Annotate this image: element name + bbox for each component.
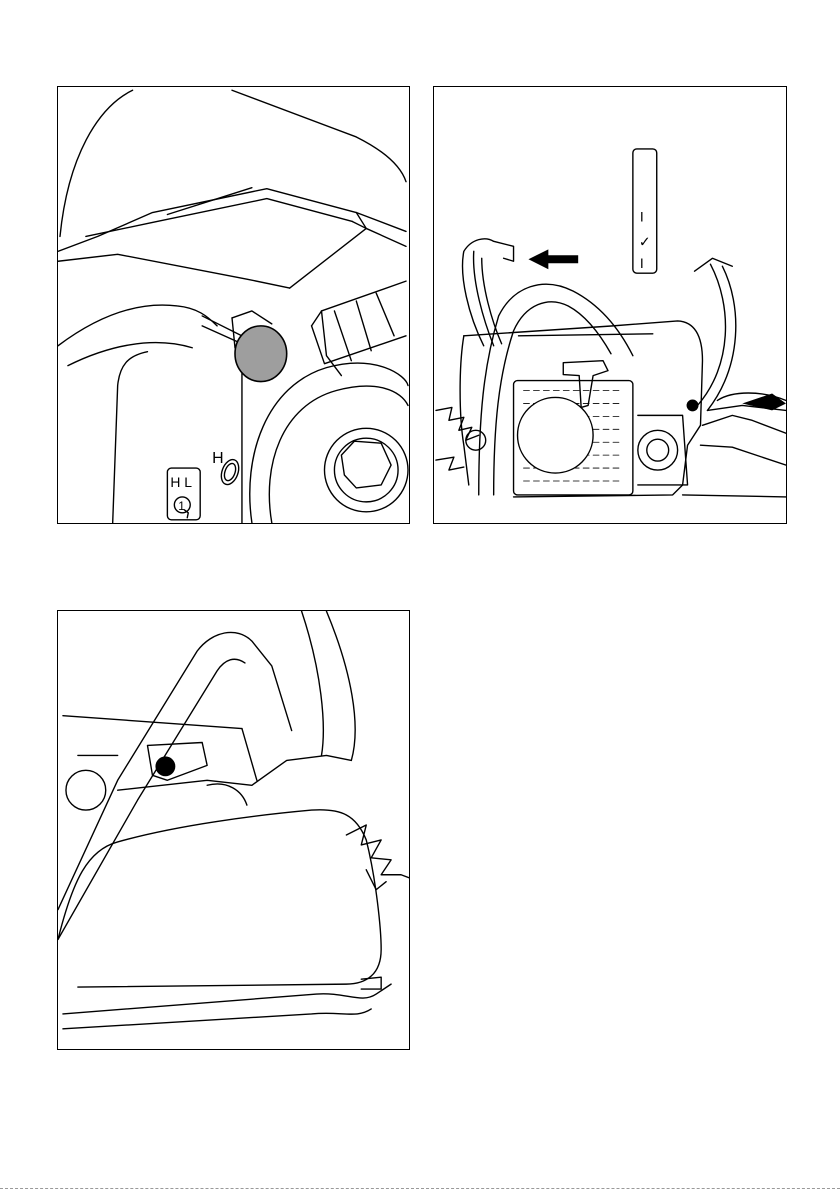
switch-label-top: I [640,208,644,224]
switch-label-mid: ✓ [639,233,651,249]
figure-carburetor-adjustment: H H L 1 [57,86,410,524]
chainsaw-illustration: I ✓ I [434,87,786,523]
arrow-left-icon [528,249,578,269]
plug-dot [155,756,175,776]
figure-chainsaw-side: I ✓ I [433,86,787,524]
switch-label-bottom: I [640,255,644,271]
label-h: H [212,450,223,467]
label-one: 1 [178,499,185,513]
highlighted-cap [235,326,287,382]
figure-handle-closeup [57,610,410,1050]
page-edge-rule [0,1188,840,1189]
carburetor-illustration: H H L 1 [58,87,409,523]
label-hl: H L [170,474,192,490]
handle-illustration [58,611,409,1049]
